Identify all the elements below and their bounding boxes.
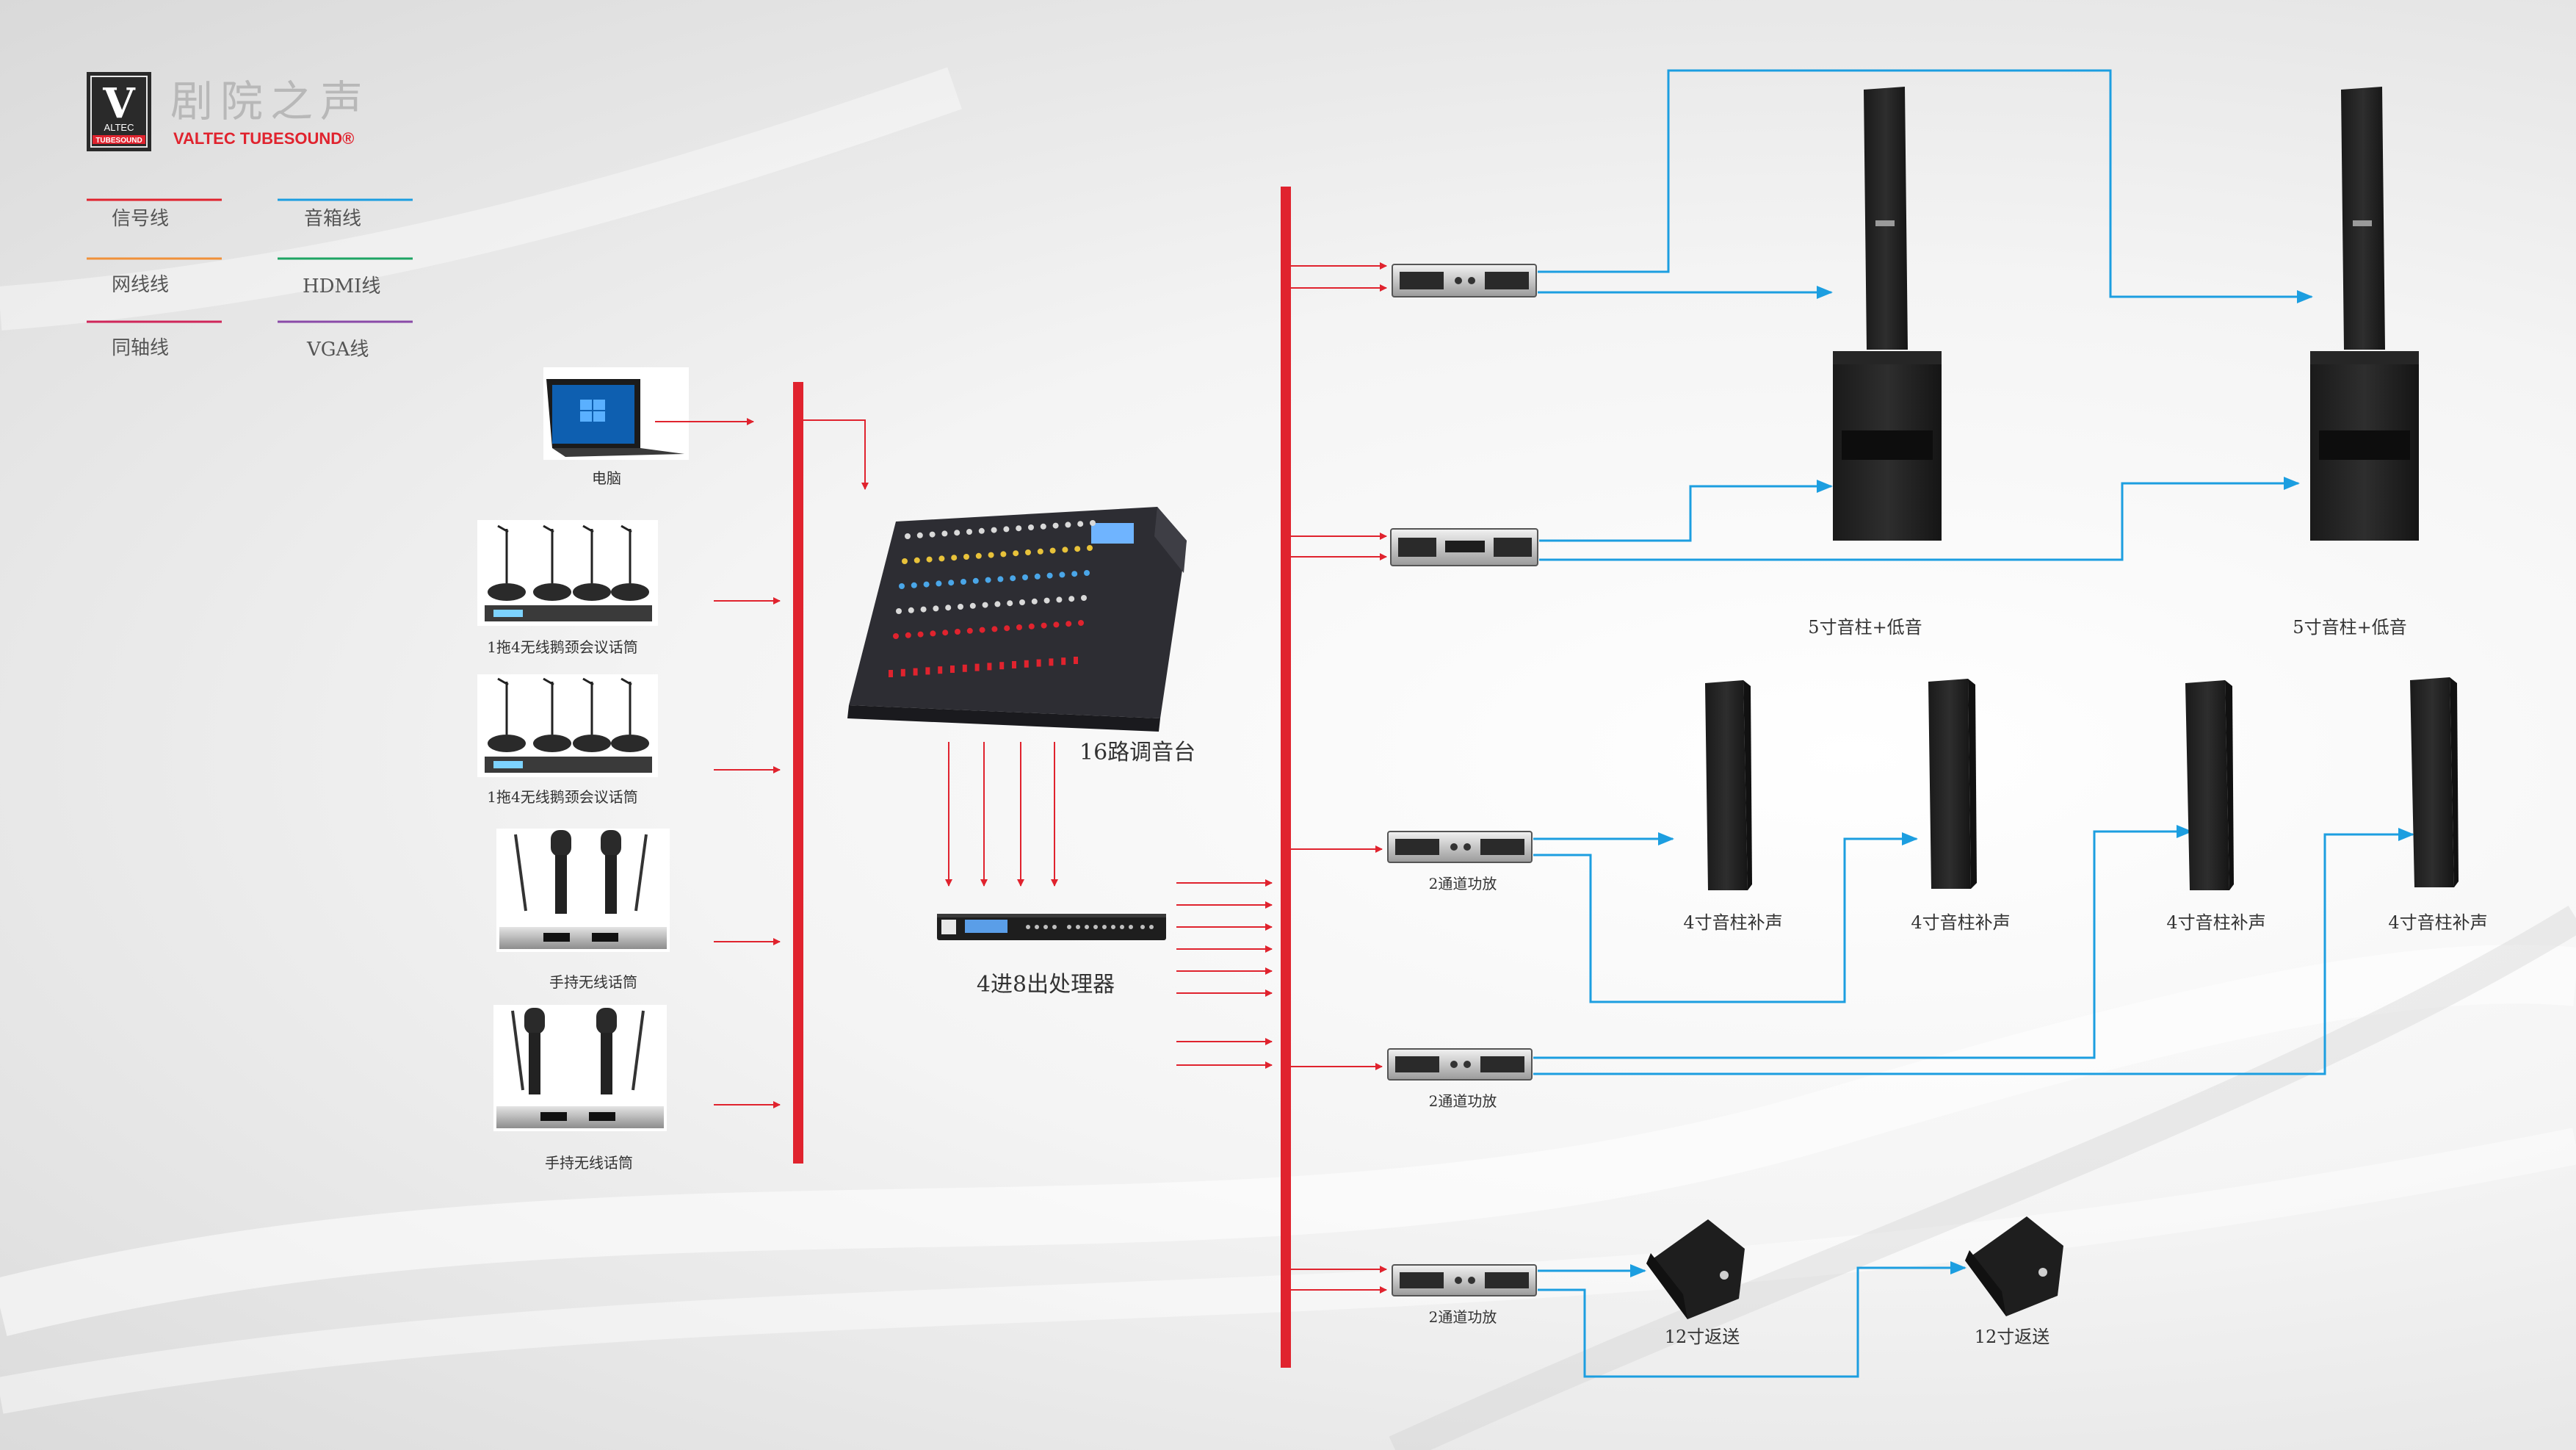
fill-speaker-label-1: 4寸音柱补声 bbox=[1683, 912, 1782, 933]
amplifier-icon-5 bbox=[1392, 1264, 1537, 1296]
background-decoration bbox=[0, 67, 2576, 1450]
amplifier-label-4: 2通道功放 bbox=[1429, 1092, 1497, 1110]
input-signal-bus bbox=[793, 382, 803, 1164]
legend-label-coax: 同轴线 bbox=[112, 337, 169, 359]
amplifier-icon-3 bbox=[1387, 831, 1533, 863]
speaker-cables bbox=[1533, 69, 2414, 1378]
conference-mic-icon bbox=[477, 674, 658, 777]
brand-logo: V ALTEC TUBESOUND bbox=[87, 72, 151, 151]
conference-mic-label-2: 1拖4无线鹅颈会议话筒 bbox=[487, 788, 637, 806]
logo-text-bottom: TUBESOUND bbox=[95, 137, 142, 145]
amplifier-label-3: 2通道功放 bbox=[1429, 875, 1497, 892]
monitor-speaker-label-1: 12寸返送 bbox=[1665, 1327, 1740, 1347]
fill-speaker-icon bbox=[1928, 679, 1977, 889]
monitor-speaker-label-2: 12寸返送 bbox=[1975, 1327, 2050, 1347]
column-speaker-icon bbox=[2341, 87, 2385, 350]
fill-speaker-icon bbox=[1705, 680, 1752, 890]
legend: 信号线 音箱线 网线线 HDMI线 同轴线 VGA线 bbox=[87, 198, 413, 361]
main-speaker-label-left: 5寸音柱+低音 bbox=[1808, 617, 1922, 638]
laptop-icon bbox=[543, 367, 689, 460]
main-speaker-label-right: 5寸音柱+低音 bbox=[2293, 617, 2406, 638]
fill-speaker-icon bbox=[2410, 677, 2459, 887]
logo-letter: V bbox=[102, 79, 136, 128]
processor-icon bbox=[937, 914, 1166, 940]
mixer-label: 16路调音台 bbox=[1079, 740, 1195, 765]
legend-label-speaker: 音箱线 bbox=[304, 208, 361, 230]
signal-lines bbox=[1291, 262, 1387, 1294]
subwoofer-icon bbox=[1833, 351, 1942, 541]
signal-lines bbox=[655, 418, 1058, 1108]
processor-label: 4进8出处理器 bbox=[977, 972, 1115, 998]
laptop-label: 电脑 bbox=[592, 469, 621, 487]
amplifier-icon-4 bbox=[1387, 1048, 1533, 1081]
handheld-mic-icon bbox=[493, 1005, 667, 1131]
column-speaker-icon bbox=[1864, 87, 1908, 350]
conference-mic-label-1: 1拖4无线鹅颈会议话筒 bbox=[487, 638, 637, 656]
subwoofer-icon bbox=[2310, 351, 2419, 541]
legend-label-network: 网线线 bbox=[112, 274, 169, 296]
amplifier-label-5: 2通道功放 bbox=[1429, 1308, 1497, 1326]
conference-mic-icon bbox=[477, 520, 658, 626]
mixer-icon bbox=[847, 507, 1187, 732]
amplifier-icon-1 bbox=[1392, 264, 1537, 297]
fill-speaker-label-4: 4寸音柱补声 bbox=[2388, 912, 2487, 933]
signal-lines bbox=[1176, 879, 1273, 1069]
brand-name-en: VALTEC TUBESOUND® bbox=[173, 129, 354, 148]
handheld-mic-icon bbox=[496, 829, 670, 952]
legend-label-hdmi: HDMI线 bbox=[303, 275, 380, 297]
legend-label-signal: 信号线 bbox=[112, 208, 169, 230]
handheld-mic-label-2: 手持无线话筒 bbox=[545, 1154, 633, 1172]
brand-name-cn: 剧院之声 bbox=[170, 76, 370, 126]
logo-text-top: ALTEC bbox=[104, 122, 134, 133]
handheld-mic-label-1: 手持无线话筒 bbox=[549, 973, 637, 991]
fill-speaker-icon bbox=[2185, 680, 2234, 890]
monitor-speaker-icon bbox=[1646, 1219, 1745, 1319]
output-signal-bus bbox=[1281, 187, 1291, 1368]
legend-label-vga: VGA线 bbox=[306, 339, 369, 361]
fill-speaker-label-2: 4寸音柱补声 bbox=[1911, 912, 2010, 933]
monitor-speaker-icon bbox=[1965, 1216, 2063, 1316]
amplifier-icon-2 bbox=[1390, 528, 1538, 566]
fill-speaker-label-3: 4寸音柱补声 bbox=[2166, 912, 2265, 933]
